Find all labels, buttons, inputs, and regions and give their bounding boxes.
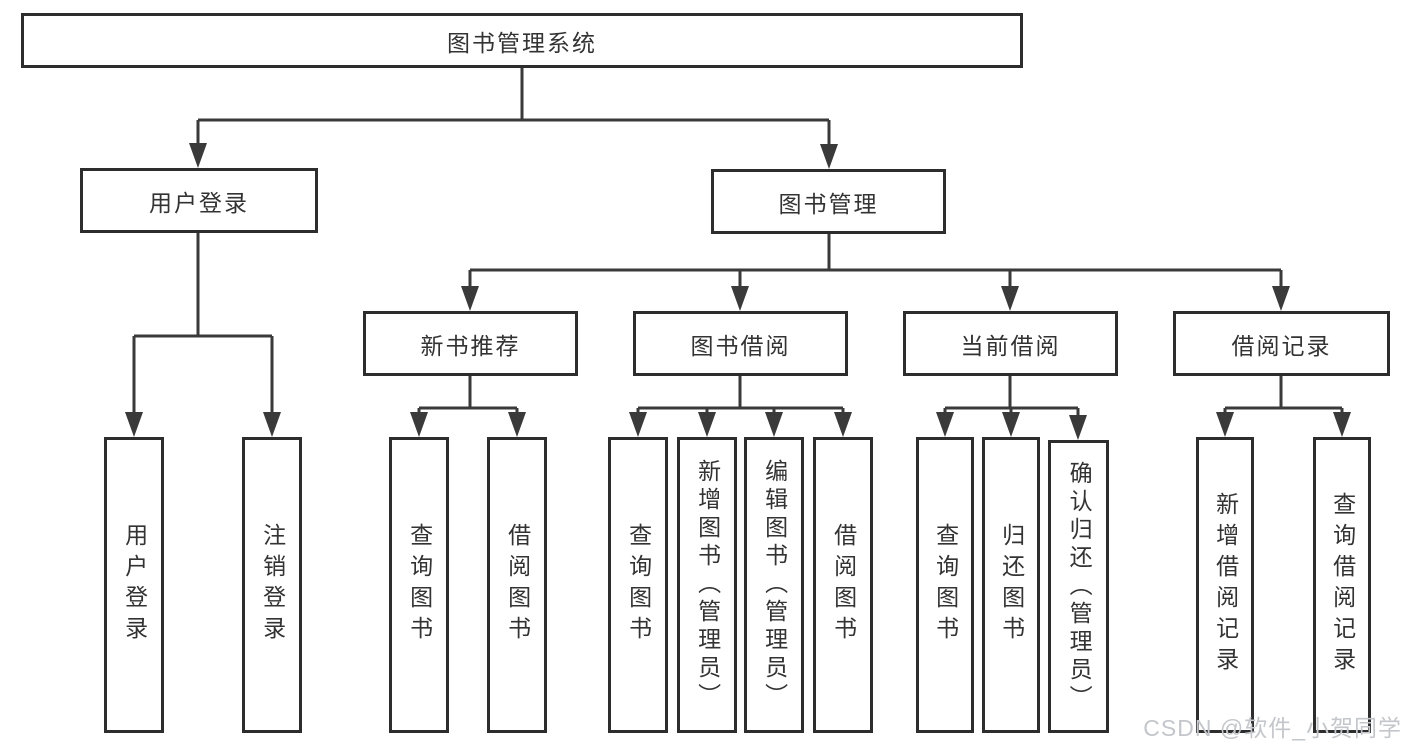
leaf-query-borrow-record-label: 查询借阅记录 [1329,492,1356,678]
node-root-label: 图书管理系统 [447,29,597,56]
arrowhead [765,412,783,437]
leaf-edit-books-admin: 编辑图书（管理员） [744,437,804,733]
connector-mgmt-to-level3 [468,234,1283,291]
arrowhead [189,143,207,168]
leaf-edit-books-admin-label: 编辑图书（管理员） [761,459,788,711]
node-book-management-label: 图书管理 [778,190,879,217]
csdn-watermark: CSDN @软件_小贺同学 [1143,715,1402,741]
arrowhead [731,286,749,311]
arrowhead [508,412,526,437]
arrowhead [1333,412,1351,437]
leaf-query-books-recommend: 查询图书 [389,437,449,733]
node-root-system: 图书管理系统 [21,13,1023,68]
arrowheads [125,143,1351,440]
leaf-user-login-label: 用户登录 [121,523,148,647]
leaf-return-books: 归还图书 [982,437,1040,733]
leaf-borrow-books-recommend: 借阅图书 [487,437,547,733]
arrowhead [820,144,838,169]
leaf-add-books-admin-label: 新增图书（管理员） [694,459,721,711]
leaf-add-borrow-record: 新增借阅记录 [1196,437,1254,733]
leaf-user-login: 用户登录 [104,437,164,733]
arrowhead [629,412,647,437]
arrowhead [1001,286,1019,311]
arrowhead [1272,286,1290,311]
leaf-confirm-return-admin: 确认归还（管理员） [1048,440,1109,733]
arrowhead [263,412,281,437]
arrowhead [936,412,954,437]
leaf-return-books-label: 归还图书 [998,523,1025,647]
arrowhead [125,412,143,437]
leaf-borrow-books-recommend-label: 借阅图书 [504,523,531,647]
node-user-login-label: 用户登录 [149,189,249,216]
leaf-query-books-current: 查询图书 [916,437,974,733]
arrowhead [1069,415,1087,440]
arrowhead [1002,412,1020,437]
leaf-logout-label: 注销登录 [259,523,286,647]
node-borrow-records: 借阅记录 [1173,311,1390,376]
node-current-borrow: 当前借阅 [903,311,1118,376]
connector-root-to-level2 [196,68,831,149]
arrowhead [698,412,716,437]
connector-borrow-to-children [636,376,845,417]
node-borrow-records-label: 借阅记录 [1231,332,1332,359]
leaf-logout: 注销登录 [242,437,302,733]
arrowhead [461,286,479,311]
leaf-borrow-books-label: 借阅图书 [830,523,857,647]
node-user-login: 用户登录 [80,168,318,233]
node-new-book-recommend-label: 新书推荐 [420,332,521,359]
leaf-add-books-admin: 新增图书（管理员） [677,437,737,733]
arrowhead [410,412,428,437]
leaf-confirm-return-admin-label: 确认归还（管理员） [1066,460,1093,713]
leaf-query-borrow-record: 查询借阅记录 [1313,437,1371,733]
node-current-borrow-label: 当前借阅 [960,332,1061,359]
leaf-query-books-recommend-label: 查询图书 [406,523,433,647]
leaf-borrow-books: 借阅图书 [813,437,873,733]
node-book-borrow-label: 图书借阅 [690,332,791,359]
leaf-query-books-borrow-label: 查询图书 [625,523,652,647]
node-book-management: 图书管理 [711,169,946,234]
connector-login-to-children [132,233,274,417]
leaf-add-borrow-record-label: 新增借阅记录 [1212,492,1239,678]
leaf-query-books-borrow: 查询图书 [608,437,668,733]
arrowhead [1216,412,1234,437]
connector-recommend-to-children [417,376,519,417]
node-new-book-recommend: 新书推荐 [363,311,578,376]
connector-records-to-children [1223,376,1344,417]
arrowhead [834,412,852,437]
leaf-query-books-current-label: 查询图书 [932,523,959,647]
node-book-borrow: 图书借阅 [633,311,848,376]
